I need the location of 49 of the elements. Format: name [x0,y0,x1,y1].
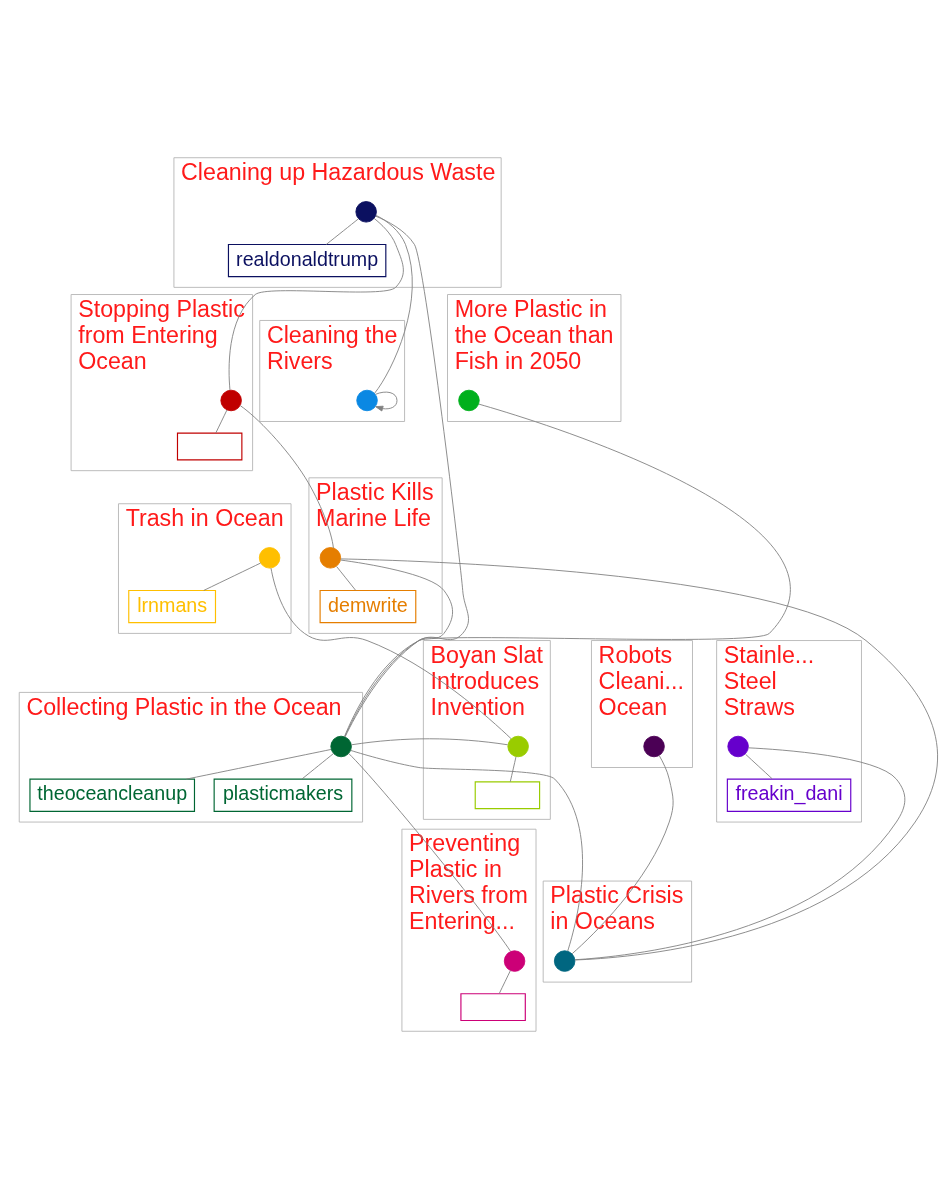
connector [509,755,517,782]
node-box [474,780,541,809]
connector [571,754,674,954]
connector [351,737,509,745]
node-box: realdonaldtrump [227,243,387,277]
node-circle [553,949,576,972]
connector [203,562,262,591]
connector [350,749,583,952]
node-circle [220,389,242,411]
node-circle [355,200,377,223]
cluster: Plastic Crisis in Oceans [542,880,693,983]
node-circle [507,735,529,757]
node-circle [458,389,480,411]
connector [301,752,334,780]
node-box: plasticmakers [213,778,353,812]
cluster: More Plastic in the Ocean than Fish in 2050 [447,293,622,422]
connector [340,557,939,960]
connector [574,746,906,960]
node-box [460,992,526,1021]
arrow [375,391,398,411]
node-circle [727,735,749,757]
node-box: freakin_dani [726,778,852,812]
cluster: Preventing Plastic in Rivers from Entering... [401,828,537,1032]
connector [498,969,511,994]
node-circle [643,735,665,757]
connector [325,217,359,245]
node-circle [330,735,352,757]
node-circle [319,546,342,569]
connector [340,559,453,737]
node-box: theoceancleanup [29,778,196,812]
connector [215,408,228,433]
node-box [176,432,243,460]
connector [348,752,511,952]
node-box: lrnmans [128,589,217,623]
connector [270,567,512,739]
connector [239,404,334,548]
connector [185,748,332,780]
node-circle [258,546,281,569]
connector [374,214,413,394]
cluster: Stopping Plastic from Entering Ocean [70,293,254,471]
node-box: demwrite [319,589,417,623]
cluster: Cleaning the Rivers [259,319,406,422]
cluster: Boyan Slat Introduces Invention [422,639,551,820]
connector [344,403,790,737]
cluster: Robots Cleani... Ocean [591,639,693,768]
node-circle [503,949,526,972]
connector [336,565,357,591]
node-circle [356,389,378,411]
connector [745,753,773,779]
